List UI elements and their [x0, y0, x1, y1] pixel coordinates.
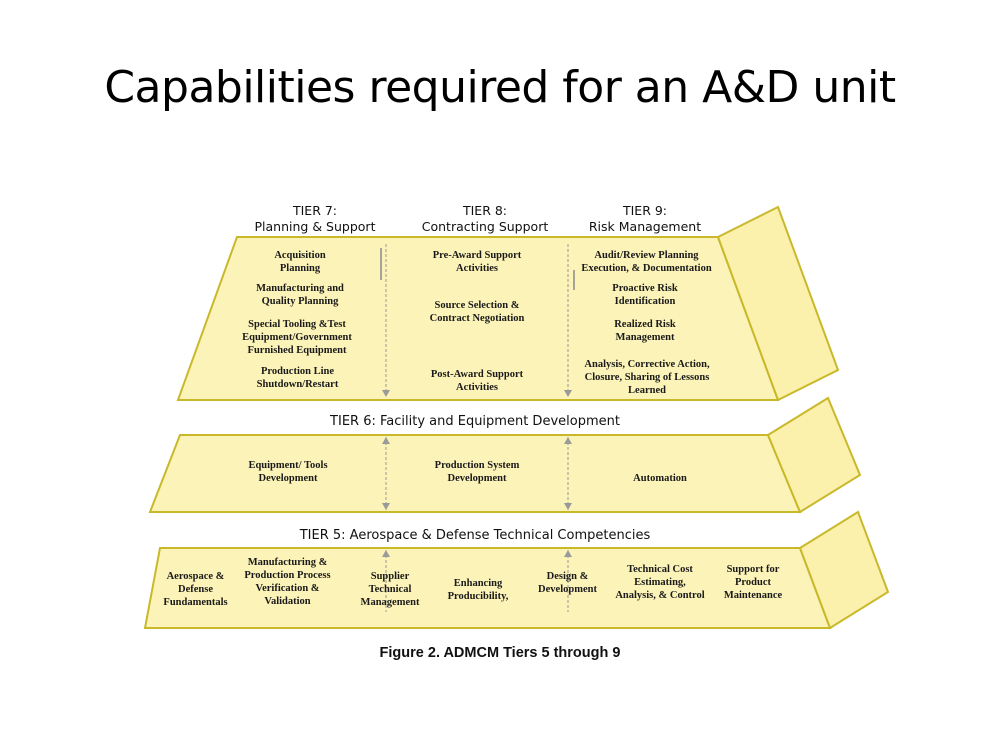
tier8-subtitle: Contracting Support [421, 219, 549, 234]
tier9-item: Realized Risk Management [614, 319, 676, 343]
arrow-head-down [564, 503, 572, 510]
tier5-item: Design & Development [538, 571, 597, 595]
tier5-item: Aerospace & Defense Fundamentals [163, 571, 228, 608]
tier8-item: Post-Award Support Activities [430, 369, 524, 393]
column-separators [385, 244, 569, 612]
tier9-name: TIER 9: [622, 203, 668, 218]
arrow-head-down [564, 390, 572, 397]
arrow-head-down [382, 390, 390, 397]
tier7-item: Production Line Shutdown/Restart [256, 366, 339, 390]
arrow-head-up [382, 437, 390, 444]
arrow-head-up [382, 550, 390, 557]
tier8-header: TIER 8: Contracting Support [400, 203, 570, 235]
tier5-label: TIER 5: Aerospace & Defense Technical Co… [299, 528, 651, 543]
tier6-side [766, 396, 862, 514]
arrow-head-down [382, 503, 390, 510]
tier8-name: TIER 8: [462, 203, 508, 218]
tier5-item: Supplier Technical Management [360, 571, 420, 608]
tier5-item: Support for Product Maintenance [723, 564, 783, 601]
tier5-item: Enhancing Producibility, [447, 578, 509, 602]
tier9-item: Proactive Risk Identification [612, 283, 678, 307]
tier5-item: Technical Cost Estimating, Analysis, & C… [615, 564, 705, 601]
tier9-item: Analysis, Corrective Action, Closure, Sh… [584, 359, 710, 396]
arrow-head-up [564, 437, 572, 444]
tier9-subtitle: Risk Management [588, 219, 702, 234]
tier8-item: Pre-Award Support Activities [432, 250, 522, 274]
arrow-head-up [564, 550, 572, 557]
tier5-item: Manufacturing & Production Process Verif… [244, 557, 331, 607]
tier7-header: TIER 7: Planning & Support [230, 203, 400, 235]
tier5-side [798, 510, 890, 630]
tier9-item: Audit/Review Planning Execution, & Docum… [581, 250, 712, 274]
tier6-item: Automation [633, 473, 687, 484]
tier6-item: Production System Development [434, 460, 520, 484]
tier7-item: Special Tooling &Test Equipment/Governme… [242, 319, 352, 356]
slide-title: Capabilities required for an A&D unit [104, 62, 896, 113]
tier9-header: TIER 9: Risk Management [565, 203, 725, 235]
tier7-name: TIER 7: [292, 203, 338, 218]
tier7-subtitle: Planning & Support [254, 219, 376, 234]
tier7-item: Acquisition Planning [274, 250, 326, 274]
tiers-7-9-side [716, 205, 840, 402]
tier6-item: Equipment/ Tools Development [248, 460, 328, 484]
figure-caption: Figure 2. ADMCM Tiers 5 through 9 [379, 645, 621, 661]
tier8-item: Source Selection & Contract Negotiation [429, 300, 525, 324]
tier7-item: Manufacturing and Quality Planning [256, 283, 344, 307]
arrow-heads [382, 390, 572, 557]
tier6-label: TIER 6: Facility and Equipment Developme… [330, 414, 620, 429]
